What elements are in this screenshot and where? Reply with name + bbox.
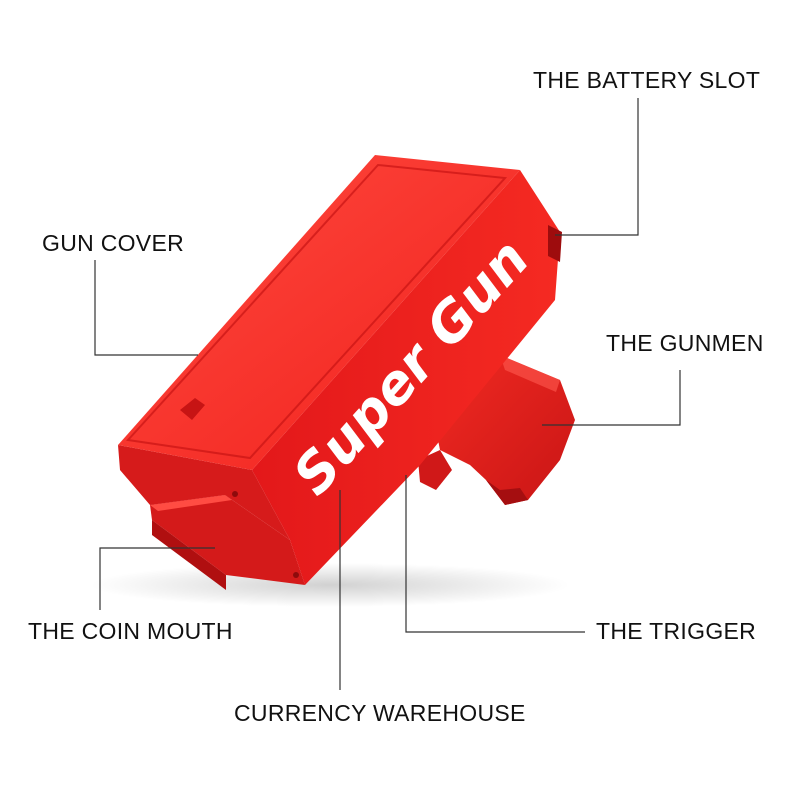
floor-shadow (90, 563, 570, 607)
rivet (232, 491, 238, 497)
label-coin-mouth: THE COIN MOUTH (28, 618, 233, 644)
callout-line-coin-mouth (99, 547, 215, 610)
label-gunmen: THE GUNMEN (606, 330, 764, 356)
callout-line-gunmen (542, 370, 681, 426)
callout-line-gun-cover (94, 260, 198, 356)
battery-slot-shape (548, 225, 562, 262)
gun-cover-shape (118, 155, 520, 470)
body-left-face (118, 445, 290, 540)
label-currency-warehouse: CURRENCY WAREHOUSE (234, 700, 526, 726)
rivet (293, 572, 299, 578)
callout-line-battery-slot (555, 98, 639, 236)
label-gun-cover: GUN COVER (42, 230, 184, 256)
label-battery-slot: THE BATTERY SLOT (533, 67, 761, 93)
body-front-face (252, 170, 560, 585)
trigger-shape (418, 450, 452, 490)
callout-lines (94, 98, 681, 690)
callout-line-trigger (405, 475, 585, 633)
coin-mouth-block (150, 495, 305, 590)
label-trigger: THE TRIGGER (596, 618, 757, 644)
